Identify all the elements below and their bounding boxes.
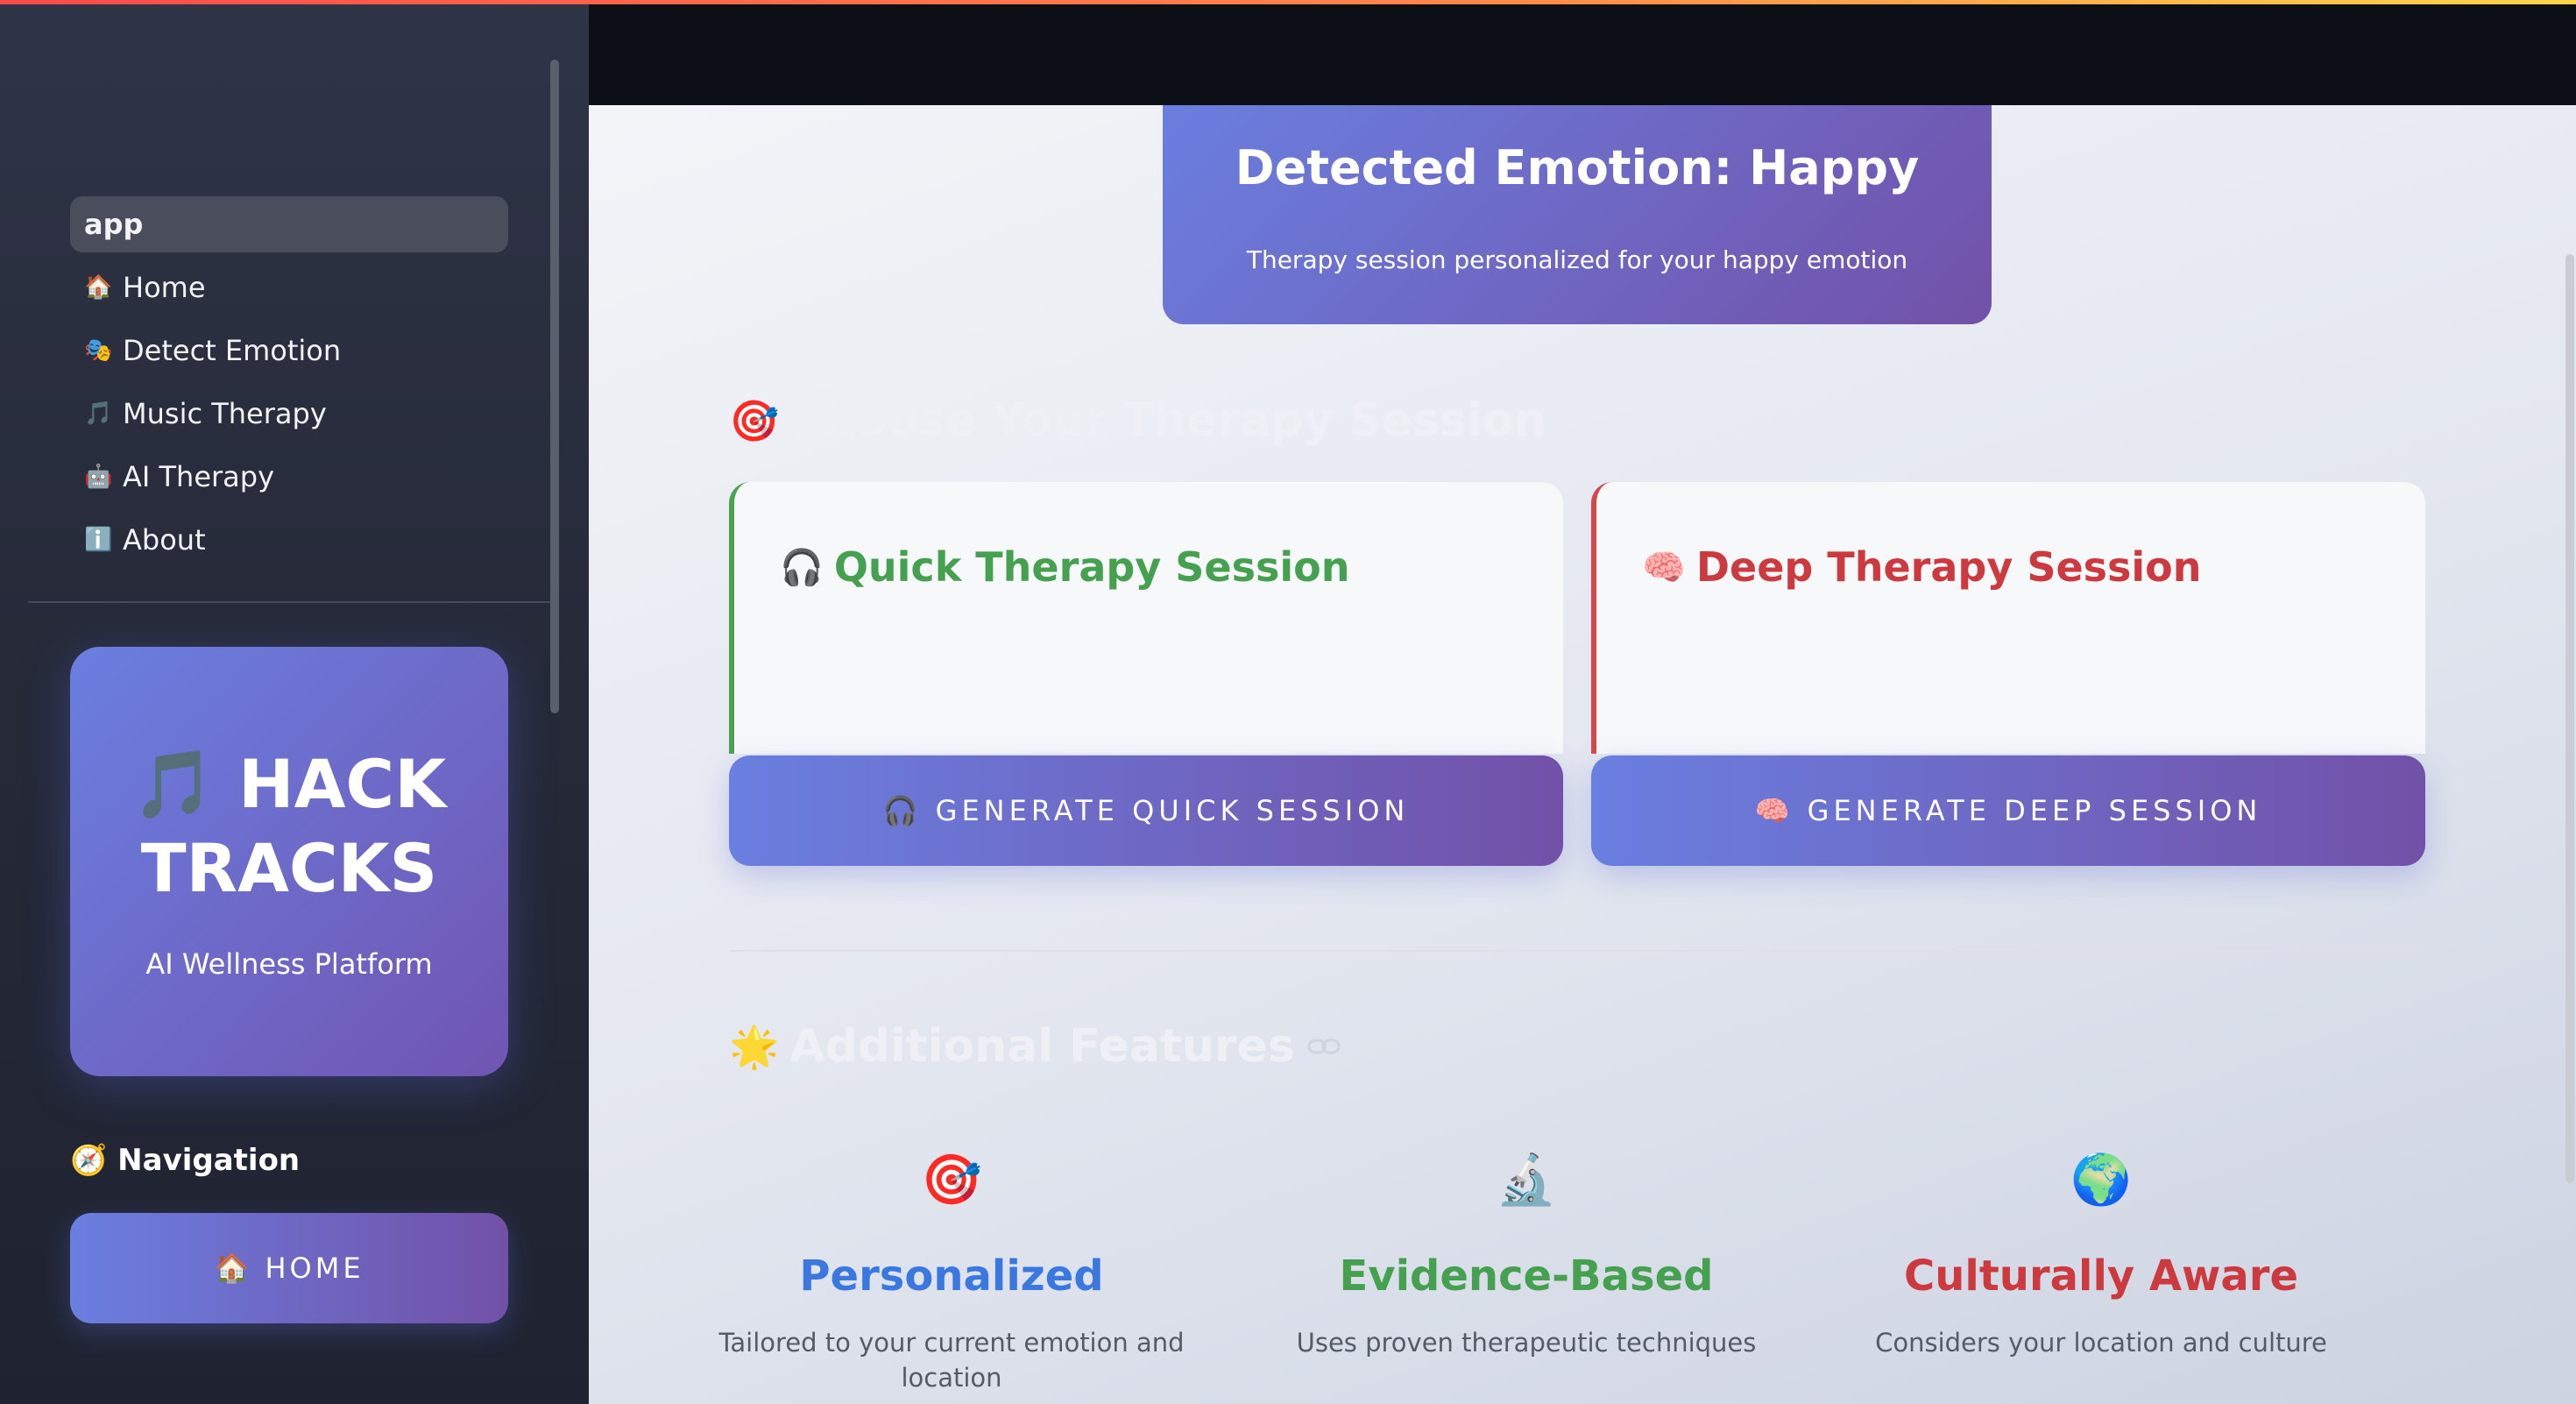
nav-item-ai-therapy[interactable]: 🤖 AI Therapy: [70, 449, 508, 505]
nav-item-music-therapy[interactable]: 🎵 Music Therapy: [70, 386, 508, 442]
anchor-link-icon[interactable]: [1307, 1029, 1341, 1064]
additional-features-title: Additional Features: [789, 1020, 1295, 1073]
emotion-title: Detected Emotion: Happy: [1235, 140, 1920, 195]
feature-personalized: 🎯 Personalized Tailored to your current …: [680, 1145, 1223, 1395]
nav-item-label: About: [123, 523, 206, 557]
generate-deep-session-button[interactable]: 🧠 GENERATE DEEP SESSION: [1591, 755, 2425, 866]
microscope-icon: 🔬: [1496, 1152, 1557, 1207]
home-button[interactable]: 🏠 HOME: [70, 1213, 508, 1323]
sidebar-scrollbar[interactable]: [550, 60, 559, 713]
globe-icon: 🌍: [2070, 1152, 2132, 1207]
sidebar: app 🏠 Home 🎭 Detect Emotion 🎵 Music Ther…: [0, 0, 589, 1404]
nav-item-label: Home: [123, 271, 206, 304]
nav-item-label: AI Therapy: [123, 460, 275, 493]
main-content: Detected Emotion: Happy Therapy session …: [589, 105, 2576, 1404]
choose-session-heading: 🎯 Choose Your Therapy Session: [729, 394, 1546, 447]
star-icon: 🌟: [729, 1022, 780, 1070]
target-icon: 🎯: [729, 396, 780, 444]
target-icon: 🎯: [921, 1152, 982, 1207]
nav-item-home[interactable]: 🏠 Home: [70, 259, 508, 316]
feature-evidence-based: 🔬 Evidence-Based Uses proven therapeutic…: [1255, 1145, 1798, 1360]
nav-item-label: Detect Emotion: [123, 334, 342, 367]
additional-features-heading: 🌟 Additional Features: [729, 1020, 1341, 1073]
choose-session-title: Choose Your Therapy Session: [789, 394, 1546, 447]
quick-session-card: 🎧 Quick Therapy Session: [729, 482, 1563, 754]
nav-item-app[interactable]: app: [70, 196, 508, 252]
navigation-heading: 🧭 Navigation: [70, 1143, 301, 1178]
feature-title: Personalized: [799, 1252, 1104, 1301]
feature-culturally-aware: 🌍 Culturally Aware Considers your locati…: [1829, 1145, 2373, 1360]
feature-title: Culturally Aware: [1903, 1252, 2299, 1301]
nav-item-about[interactable]: ℹ️ About: [70, 512, 508, 568]
robot-icon: 🤖: [84, 464, 113, 490]
info-icon: ℹ️: [84, 527, 113, 553]
headphones-icon: 🎧: [780, 547, 824, 588]
quick-session-title: 🎧 Quick Therapy Session: [780, 543, 1350, 591]
brand-card: 🎵 HACK TRACKS AI Wellness Platform: [70, 647, 508, 1076]
emotion-subtitle: Therapy session personalized for your ha…: [1246, 245, 1908, 274]
theater-masks-icon: 🎭: [84, 337, 113, 364]
app-header: [589, 0, 2576, 105]
brand-subtitle: AI Wellness Platform: [145, 947, 433, 981]
brand-title: 🎵 HACK TRACKS: [131, 745, 447, 907]
feature-title: Evidence-Based: [1339, 1252, 1714, 1301]
link-icon-svg: [1307, 1039, 1341, 1054]
main-scrollbar[interactable]: [2565, 254, 2574, 1183]
nav-item-label: app: [84, 208, 144, 241]
feature-description: Considers your location and culture: [1875, 1328, 2327, 1358]
house-icon: 🏠: [84, 274, 113, 301]
page-nav-list: app 🏠 Home 🎭 Detect Emotion 🎵 Music Ther…: [70, 196, 508, 575]
generate-quick-session-button[interactable]: 🎧 GENERATE QUICK SESSION: [729, 755, 1563, 866]
sidebar-divider: [28, 601, 552, 603]
brain-icon: 🧠: [1642, 547, 1686, 588]
detected-emotion-card: Detected Emotion: Happy Therapy session …: [1163, 105, 1992, 324]
feature-description: Tailored to your current emotion and loc…: [718, 1328, 1185, 1393]
music-note-icon: 🎵: [84, 401, 113, 427]
quick-session-label: Quick Therapy Session: [833, 543, 1350, 591]
deep-session-title: 🧠 Deep Therapy Session: [1642, 543, 2202, 591]
top-decoration-stripe: [0, 0, 2576, 4]
nav-item-detect-emotion[interactable]: 🎭 Detect Emotion: [70, 323, 508, 379]
deep-session-card: 🧠 Deep Therapy Session: [1591, 482, 2425, 754]
section-divider: [729, 950, 2425, 952]
deep-session-label: Deep Therapy Session: [1695, 543, 2202, 591]
nav-item-label: Music Therapy: [123, 397, 327, 430]
feature-description: Uses proven therapeutic techniques: [1296, 1328, 1757, 1358]
